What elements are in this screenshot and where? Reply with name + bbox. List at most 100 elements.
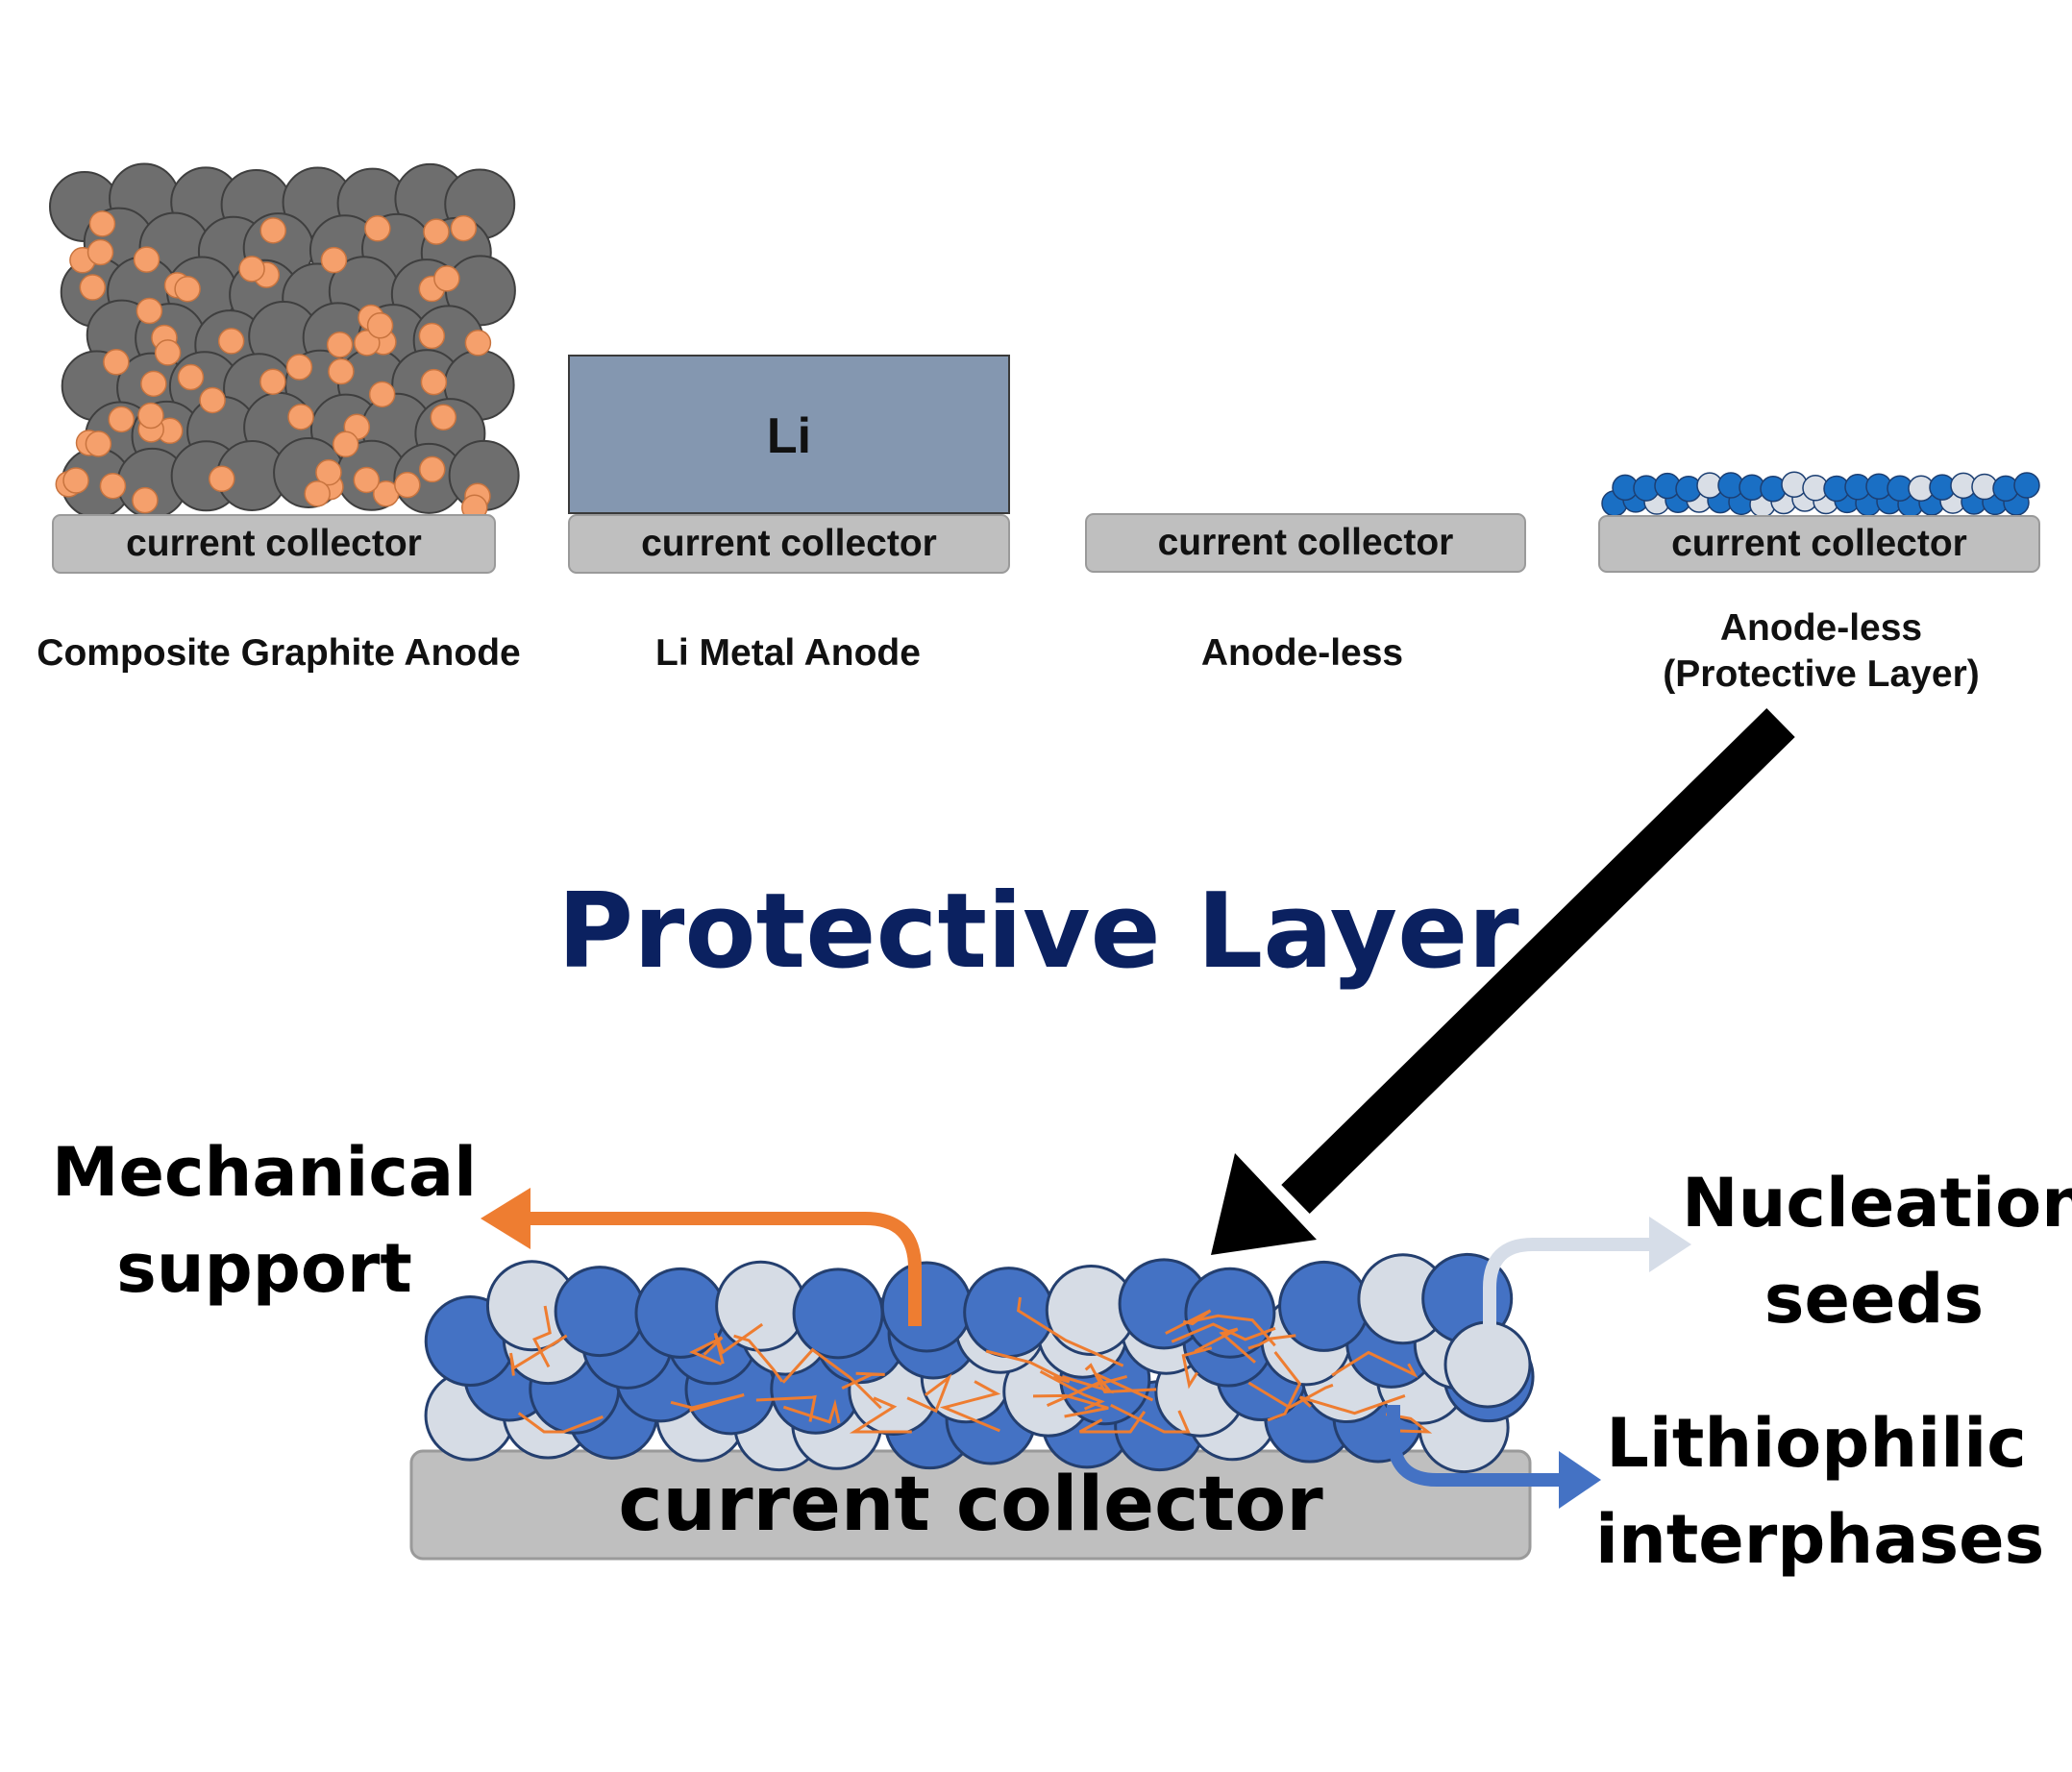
lithium-particle <box>238 256 265 283</box>
lithium-particle <box>86 238 114 266</box>
lithium-particle <box>154 339 182 366</box>
lithium-particle <box>174 275 201 303</box>
lithium-particle <box>132 486 159 514</box>
carbon-fiber <box>906 1373 952 1414</box>
lithium-particle <box>418 322 446 350</box>
protective-layer-particles <box>424 1252 1535 1474</box>
zoom-arrow <box>1211 708 1795 1255</box>
caption-anode-less: Anode-less <box>1200 632 1404 674</box>
lithium-particle <box>420 368 448 396</box>
lithium-particle <box>88 210 116 237</box>
carbon-fiber <box>841 1371 885 1390</box>
carbon-fiber <box>1016 1296 1124 1367</box>
carbon-fiber <box>1032 1393 1109 1418</box>
lithium-particle <box>137 402 164 430</box>
li-block-label: Li <box>766 408 812 464</box>
lithium-particle <box>103 349 130 376</box>
caption-graphite: Composite Graphite Anode <box>37 632 521 674</box>
carbon-fiber <box>1247 1381 1334 1410</box>
lithium-particle <box>136 297 163 325</box>
carbon-fiber <box>1247 1334 1296 1350</box>
nucleation-seed-particle <box>1443 1320 1532 1409</box>
carbon-fiber <box>782 1398 841 1424</box>
carbon-fiber <box>517 1412 604 1434</box>
collector-label-large: current collector <box>618 1462 1323 1548</box>
lithium-particle <box>368 381 396 408</box>
mechanical-fiber-network <box>509 1296 1433 1434</box>
lithium-particle <box>99 472 127 500</box>
lithium-particle <box>140 370 167 398</box>
carbon-fiber <box>670 1393 745 1413</box>
lithium-particle <box>353 466 381 494</box>
lithium-particle <box>79 274 107 301</box>
carbon-fiber <box>985 1349 1071 1384</box>
carbon-fiber <box>733 1334 784 1383</box>
lithium-particle <box>332 431 359 458</box>
current-collector-protective <box>1598 515 2040 573</box>
carbon-fiber <box>1298 1393 1406 1415</box>
lithium-particle <box>433 265 460 292</box>
collector-label-protective: current collector <box>1671 523 1967 564</box>
mechanical-support-arrow <box>481 1188 922 1326</box>
carbon-fiber <box>532 1305 552 1368</box>
caption-protective-line2: (Protective Layer) <box>1663 653 1980 695</box>
lithium-particle <box>464 330 492 357</box>
lithium-particle <box>326 332 354 358</box>
lithium-particle <box>366 311 394 339</box>
carbon-fiber <box>509 1334 568 1376</box>
lithiophilic-arrow <box>1387 1405 1601 1509</box>
current-collector-graphite <box>52 514 496 574</box>
carbon-fiber <box>1267 1350 1302 1422</box>
carbon-fiber <box>1078 1411 1147 1434</box>
carbon-fiber <box>849 1396 912 1434</box>
lithiophilic-particle <box>554 1266 646 1358</box>
lithium-particle <box>328 357 355 385</box>
carbon-fiber <box>1181 1346 1213 1390</box>
lithium-particle <box>259 368 286 395</box>
lithiophilic-label-line1: Lithiophilic <box>1606 1404 2027 1483</box>
lithium-particle <box>209 465 235 493</box>
lithium-particle <box>315 458 342 486</box>
lithium-particle <box>285 354 313 381</box>
caption-li-metal: Li Metal Anode <box>655 632 921 674</box>
carbon-fiber <box>755 1394 817 1422</box>
lithium-particle <box>108 406 135 433</box>
lithium-particle <box>304 480 331 507</box>
carbon-fiber <box>1165 1309 1212 1335</box>
carbon-fiber <box>689 1336 724 1366</box>
lithium-particle <box>423 218 450 245</box>
lithium-particle <box>364 215 391 242</box>
lithium-particle <box>177 363 205 391</box>
current-collector-li-metal <box>568 514 1010 574</box>
collector-label-anode-less: current collector <box>1157 522 1454 563</box>
nucleation-seed-particle <box>715 1260 807 1352</box>
caption-protective-line1: Anode-less <box>1719 607 1923 649</box>
lithiophilic-particle <box>880 1261 973 1353</box>
zoom-arrow-head <box>1211 1153 1317 1255</box>
thin-protective-layer <box>1601 471 2040 518</box>
lithium-particle <box>450 214 478 242</box>
li-metal-block <box>568 355 1010 514</box>
lithium-particle <box>259 217 286 244</box>
carbon-fiber <box>1061 1372 1154 1402</box>
carbon-fiber <box>1039 1369 1105 1411</box>
lithium-particle <box>418 455 446 483</box>
lithium-particle <box>287 404 314 431</box>
lithium-particle <box>199 386 226 414</box>
carbon-fiber <box>781 1347 882 1410</box>
lithium-particle <box>62 467 89 494</box>
lithium-particle <box>217 328 245 355</box>
lithiophilic-particle <box>1184 1267 1276 1359</box>
lithiophilic-particle <box>963 1267 1055 1359</box>
carbon-fiber <box>1194 1327 1256 1364</box>
collector-label-li-metal: current collector <box>641 523 937 564</box>
lithium-particle <box>430 404 457 431</box>
current-collector-anode-less <box>1085 513 1526 573</box>
carbon-fiber <box>939 1380 1001 1433</box>
protective-layer-title: Protective Layer <box>557 872 1519 992</box>
nucleation-seeds-arrow <box>1483 1217 1691 1326</box>
mechanical-support-label-line1: Mechanical <box>51 1133 478 1212</box>
carbon-fiber <box>1331 1350 1418 1378</box>
